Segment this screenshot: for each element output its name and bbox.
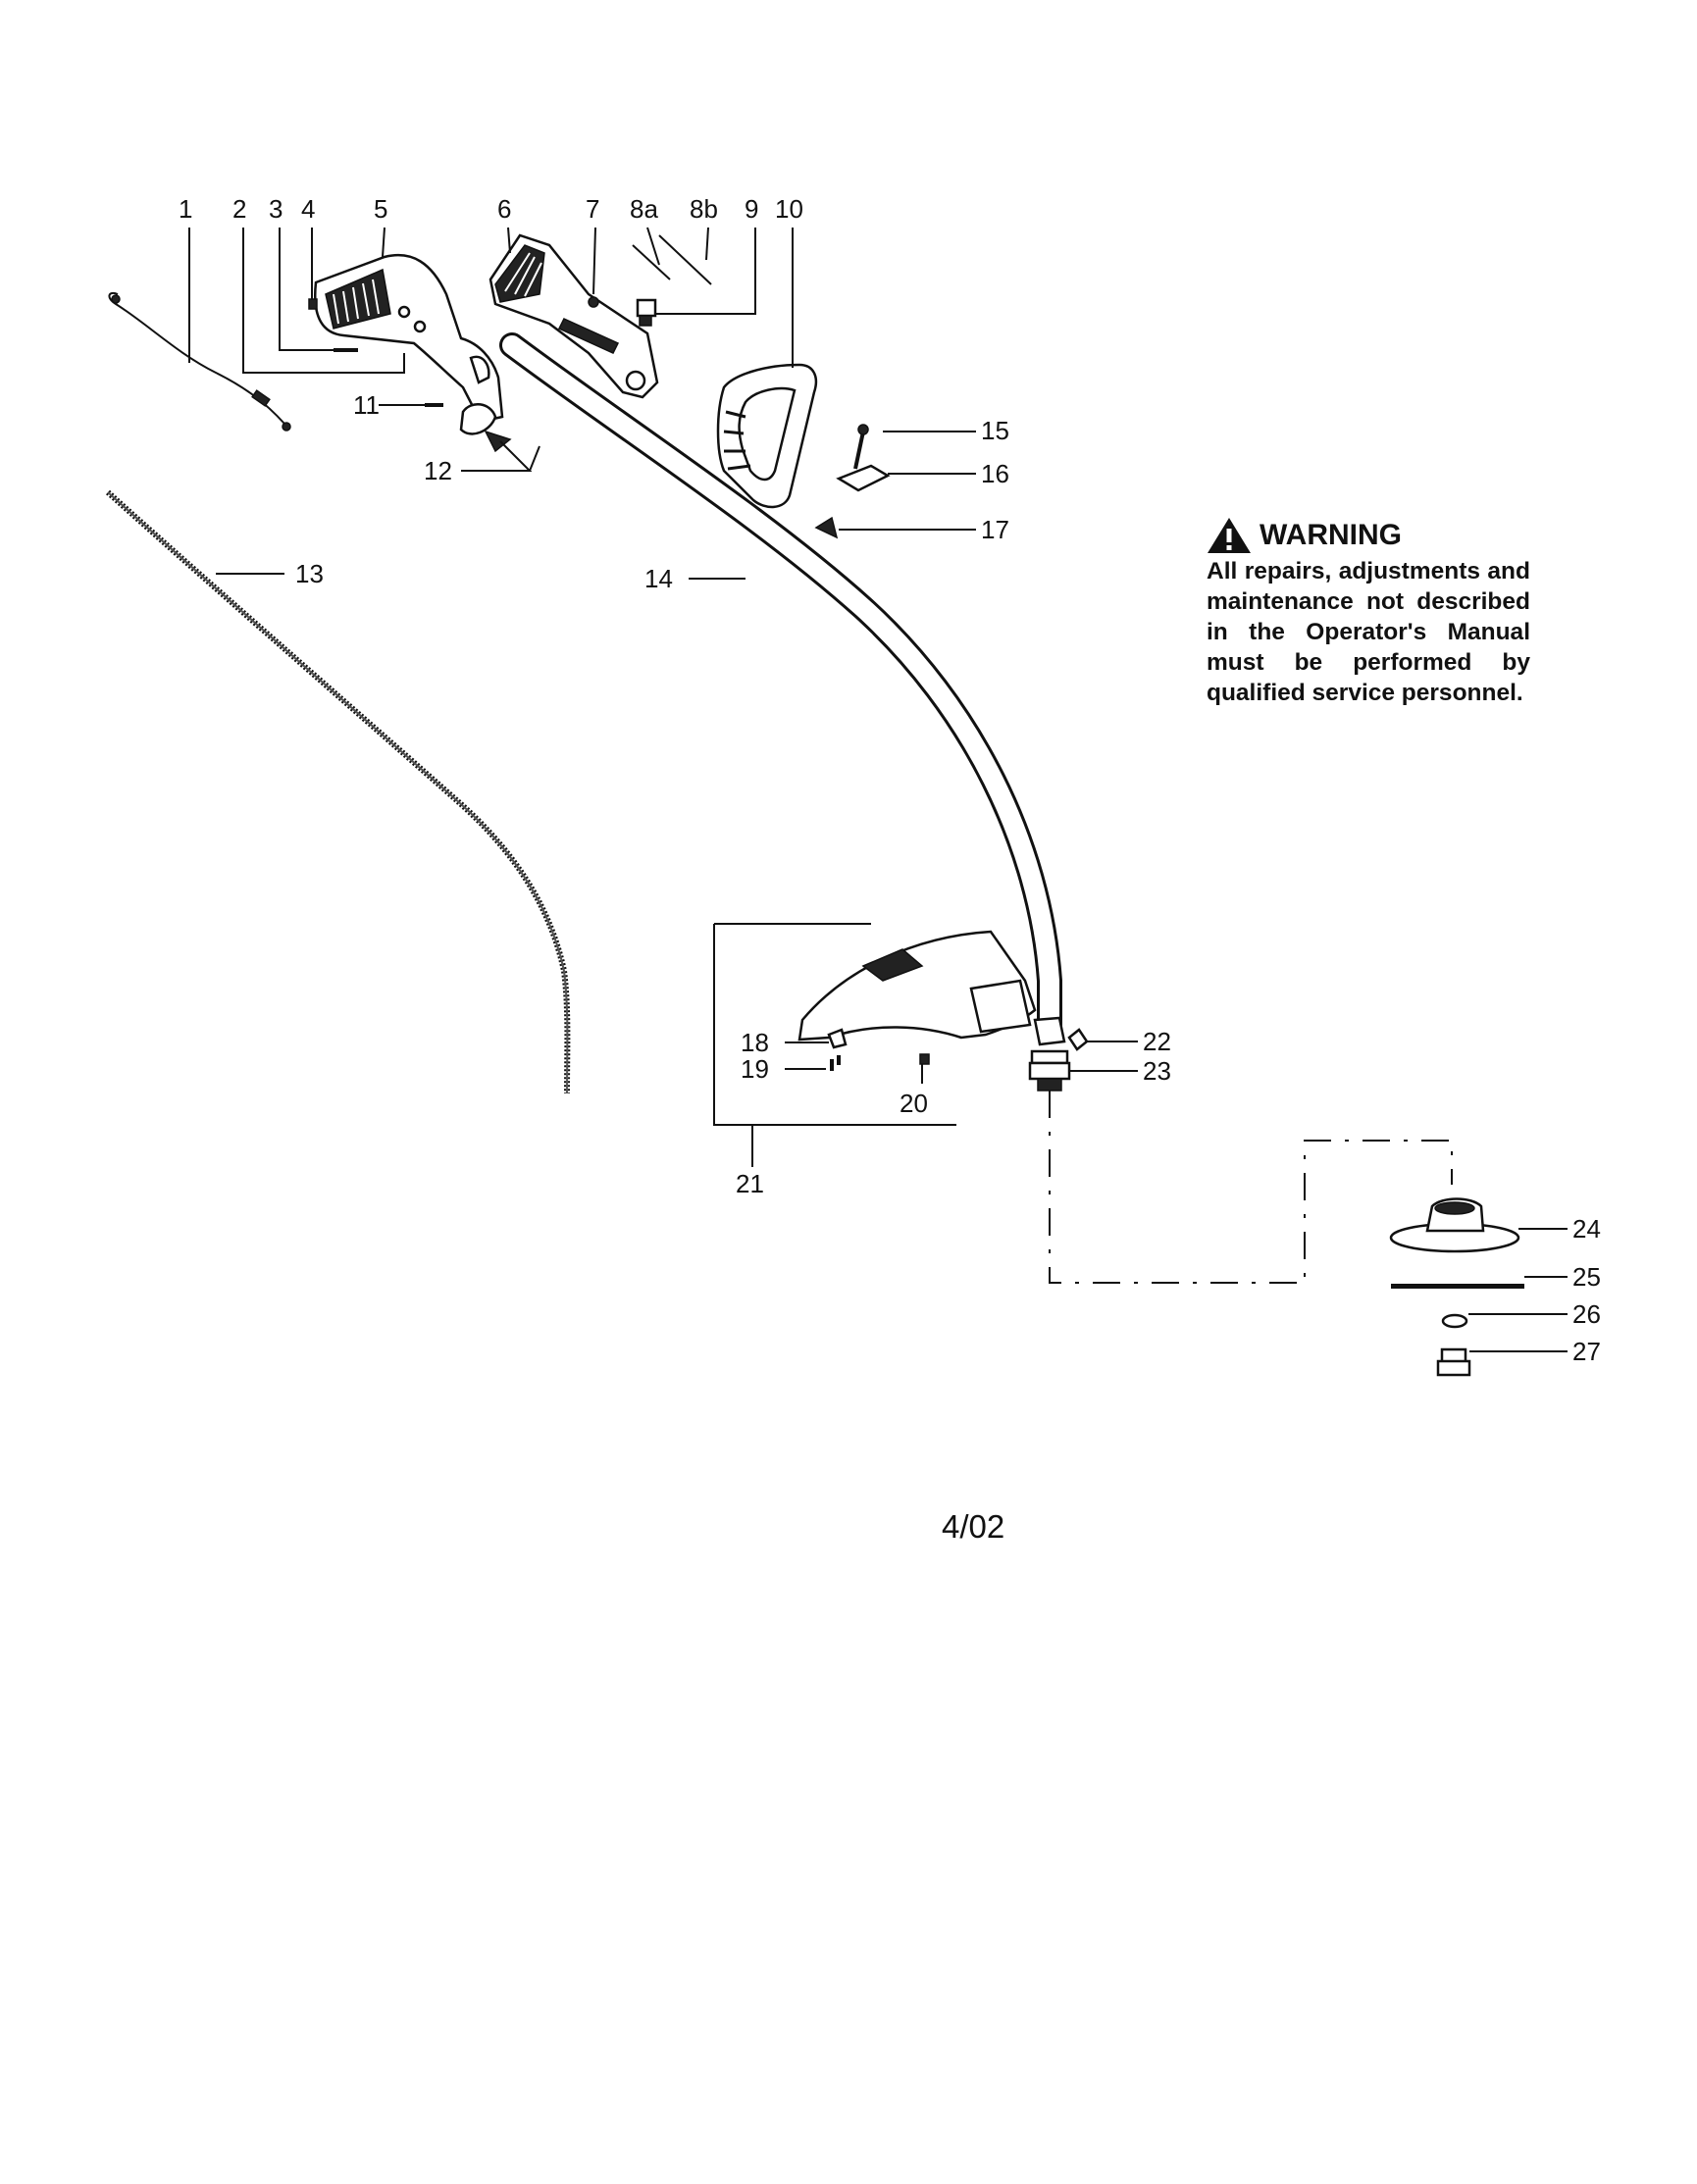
- part-7-nut: [588, 296, 599, 308]
- callout-12: 12: [424, 456, 452, 485]
- callout-26: 26: [1572, 1299, 1601, 1329]
- part-13-drive-shaft: [105, 489, 571, 1094]
- callout-17: 17: [981, 515, 1009, 544]
- part-8a-pin: [632, 244, 671, 280]
- callout-27: 27: [1572, 1337, 1601, 1366]
- callout-14: 14: [644, 564, 673, 593]
- callout-8b: 8b: [690, 194, 718, 224]
- warning-text: All repairs, adjustments and maintenance…: [1207, 558, 1530, 706]
- part-27-nut: [1436, 1347, 1471, 1377]
- callout-5: 5: [374, 194, 387, 224]
- part-19-screw: [830, 1055, 841, 1071]
- part-23-gearhead: [1028, 1049, 1071, 1092]
- callout-7: 7: [586, 194, 599, 224]
- callout-8a: 8a: [630, 194, 658, 224]
- warning-notice: WARNING All repairs, adjustments and mai…: [1207, 517, 1530, 708]
- callout-11: 11: [353, 390, 380, 420]
- callout-23: 23: [1143, 1056, 1171, 1086]
- part-1-throttle-cable: [108, 292, 291, 432]
- callout-15: 15: [981, 416, 1009, 445]
- revision-date: 4/02: [942, 1508, 1005, 1545]
- part-20-nut: [919, 1053, 930, 1065]
- callout-4: 4: [301, 194, 315, 224]
- part-17-wing-nut: [814, 516, 839, 539]
- callout-6: 6: [497, 194, 511, 224]
- part-18-clip: [827, 1028, 848, 1049]
- part-8b-pin: [658, 234, 712, 285]
- callout-1: 1: [179, 194, 192, 224]
- part-26-lock-washer: [1441, 1313, 1468, 1329]
- callout-13: 13: [295, 559, 324, 588]
- part-22-clamp-knob: [1033, 1016, 1089, 1051]
- callout-24: 24: [1572, 1214, 1601, 1244]
- part-21-guard: [797, 930, 1037, 1041]
- warning-triangle-icon: [1208, 518, 1251, 553]
- part-4-nut: [308, 298, 318, 310]
- part-6-switch-housing: [489, 233, 659, 399]
- part-10-loop-handle: [716, 363, 818, 509]
- callout-19: 19: [741, 1054, 769, 1084]
- leader-lines: [188, 227, 1568, 1352]
- assembly-line: [1049, 1091, 1453, 1284]
- callout-10: 10: [775, 194, 803, 224]
- part-9-knob: [636, 298, 657, 327]
- callout-21: 21: [736, 1169, 764, 1198]
- part-24-drive-disc: [1389, 1197, 1520, 1253]
- callout-9: 9: [745, 194, 758, 224]
- part-14-shaft-tube: [499, 332, 1062, 1042]
- callout-22: 22: [1143, 1027, 1171, 1056]
- part-15-bolt: [853, 431, 865, 470]
- part-25-washer: [1391, 1284, 1524, 1289]
- warning-title: WARNING: [1260, 519, 1402, 551]
- callout-18: 18: [741, 1028, 769, 1057]
- callout-25: 25: [1572, 1262, 1601, 1292]
- warning-header: WARNING: [1207, 517, 1530, 554]
- callout-2: 2: [232, 194, 246, 224]
- callout-16: 16: [981, 459, 1009, 488]
- part-16-bracket: [836, 464, 891, 492]
- part-5-handle-housing: [313, 253, 504, 424]
- part-12-clamp: [459, 403, 512, 453]
- callout-20: 20: [900, 1089, 928, 1118]
- callout-3: 3: [269, 194, 283, 224]
